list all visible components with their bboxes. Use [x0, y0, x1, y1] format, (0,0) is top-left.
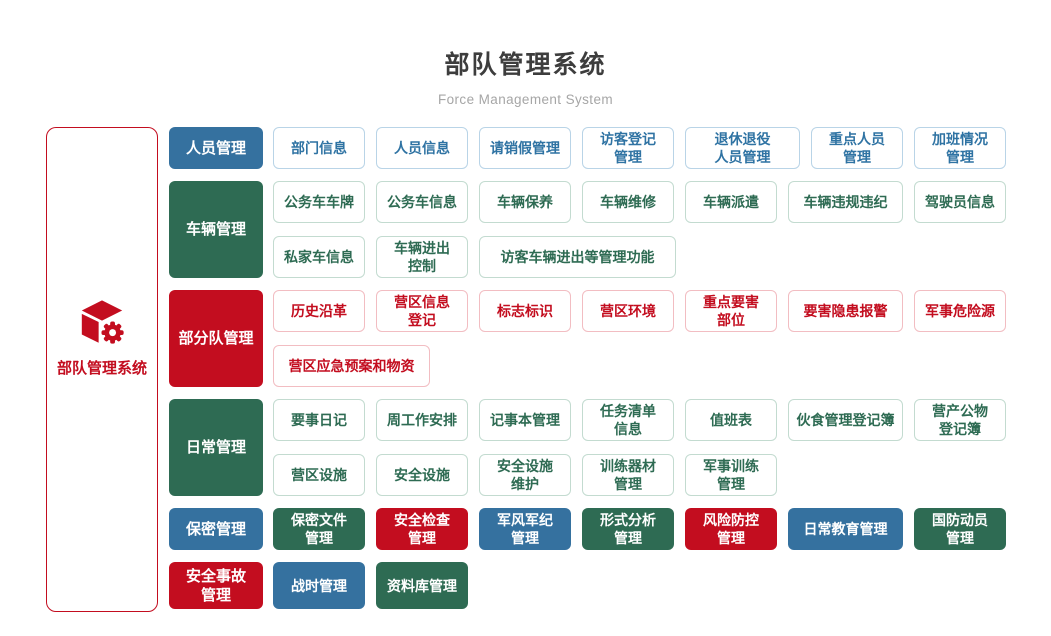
module-item[interactable]: 安全设施 维护 [479, 454, 571, 496]
module-item[interactable]: 退休退役 人员管理 [685, 127, 800, 169]
group-row: 车辆管理公务车车牌公务车信息车辆保养车辆维修车辆派遣车辆违规违纪驾驶员信息私家车… [169, 181, 1006, 278]
groups: 人员管理部门信息人员信息请销假管理访客登记 管理退休退役 人员管理重点人员 管理… [169, 127, 1006, 612]
module-item[interactable]: 周工作安排 [376, 399, 468, 441]
module-item[interactable]: 请销假管理 [479, 127, 571, 169]
group-row: 保密管理保密文件 管理安全检查 管理军风军纪 管理形式分析 管理风险防控 管理日… [169, 508, 1006, 550]
module-item[interactable]: 军事训练 管理 [685, 454, 777, 496]
module-item[interactable]: 私家车信息 [273, 236, 365, 278]
group-row: 部分队管理历史沿革营区信息 登记标志标识营区环境重点要害 部位要害隐患报警军事危… [169, 290, 1006, 387]
group-line: 公务车车牌公务车信息车辆保养车辆维修车辆派遣车辆违规违纪驾驶员信息 [273, 181, 1006, 223]
module-item[interactable]: 标志标识 [479, 290, 571, 332]
system-root-label: 部队管理系统 [56, 360, 147, 377]
category-button[interactable]: 日常管理 [169, 399, 263, 496]
group-lines: 保密文件 管理安全检查 管理军风军纪 管理形式分析 管理风险防控 管理日常教育管… [273, 508, 1006, 550]
category-button[interactable]: 安全事故 管理 [169, 562, 263, 609]
module-item[interactable]: 保密文件 管理 [273, 508, 365, 550]
module-item[interactable]: 车辆保养 [479, 181, 571, 223]
module-item[interactable]: 安全检查 管理 [376, 508, 468, 550]
cube-gear-icon [81, 300, 127, 347]
module-item[interactable]: 任务清单 信息 [582, 399, 674, 441]
group-lines: 要事日记周工作安排记事本管理任务清单 信息值班表伙食管理登记簿营产公物 登记簿营… [273, 399, 1006, 496]
category-button[interactable]: 保密管理 [169, 508, 263, 550]
group-row: 安全事故 管理战时管理资料库管理 [169, 562, 1006, 609]
group-line: 私家车信息车辆进出 控制访客车辆进出等管理功能 [273, 236, 1006, 278]
module-item[interactable]: 日常教育管理 [788, 508, 903, 550]
module-item[interactable]: 营区信息 登记 [376, 290, 468, 332]
module-item[interactable]: 车辆进出 控制 [376, 236, 468, 278]
module-item[interactable]: 要事日记 [273, 399, 365, 441]
system-root-node[interactable]: 部队管理系统 [46, 127, 158, 612]
module-item[interactable]: 驾驶员信息 [914, 181, 1006, 223]
group-line: 部门信息人员信息请销假管理访客登记 管理退休退役 人员管理重点人员 管理加班情况… [273, 127, 1006, 169]
module-item[interactable]: 重点人员 管理 [811, 127, 903, 169]
group-lines: 部门信息人员信息请销假管理访客登记 管理退休退役 人员管理重点人员 管理加班情况… [273, 127, 1006, 169]
group-lines: 战时管理资料库管理 [273, 562, 468, 609]
group-line: 营区设施安全设施安全设施 维护训练器材 管理军事训练 管理 [273, 454, 1006, 496]
module-item[interactable]: 营区应急预案和物资 [273, 345, 430, 387]
module-item[interactable]: 历史沿革 [273, 290, 365, 332]
module-item[interactable]: 记事本管理 [479, 399, 571, 441]
module-item[interactable]: 战时管理 [273, 562, 365, 609]
module-item[interactable]: 部门信息 [273, 127, 365, 169]
module-item[interactable]: 加班情况 管理 [914, 127, 1006, 169]
module-item[interactable]: 训练器材 管理 [582, 454, 674, 496]
module-item[interactable]: 人员信息 [376, 127, 468, 169]
category-button[interactable]: 车辆管理 [169, 181, 263, 278]
group-line: 历史沿革营区信息 登记标志标识营区环境重点要害 部位要害隐患报警军事危险源 [273, 290, 1006, 332]
module-item[interactable]: 资料库管理 [376, 562, 468, 609]
module-item[interactable]: 营区环境 [582, 290, 674, 332]
diagram-layout: 部队管理系统 人员管理部门信息人员信息请销假管理访客登记 管理退休退役 人员管理… [46, 127, 1006, 612]
module-item[interactable]: 值班表 [685, 399, 777, 441]
module-item[interactable]: 要害隐患报警 [788, 290, 903, 332]
category-button[interactable]: 人员管理 [169, 127, 263, 169]
group-lines: 公务车车牌公务车信息车辆保养车辆维修车辆派遣车辆违规违纪驾驶员信息私家车信息车辆… [273, 181, 1006, 278]
module-item[interactable]: 国防动员 管理 [914, 508, 1006, 550]
module-item[interactable]: 军风军纪 管理 [479, 508, 571, 550]
group-line: 要事日记周工作安排记事本管理任务清单 信息值班表伙食管理登记簿营产公物 登记簿 [273, 399, 1006, 441]
module-item[interactable]: 车辆违规违纪 [788, 181, 903, 223]
module-item[interactable]: 军事危险源 [914, 290, 1006, 332]
group-line: 保密文件 管理安全检查 管理军风军纪 管理形式分析 管理风险防控 管理日常教育管… [273, 508, 1006, 550]
module-item[interactable]: 公务车车牌 [273, 181, 365, 223]
group-line: 营区应急预案和物资 [273, 345, 1006, 387]
module-item[interactable]: 形式分析 管理 [582, 508, 674, 550]
page-title: 部队管理系统 [444, 51, 607, 79]
module-item[interactable]: 重点要害 部位 [685, 290, 777, 332]
module-item[interactable]: 车辆维修 [582, 181, 674, 223]
module-item[interactable]: 风险防控 管理 [685, 508, 777, 550]
module-item[interactable]: 安全设施 [376, 454, 468, 496]
module-item[interactable]: 访客车辆进出等管理功能 [479, 236, 676, 278]
group-line: 战时管理资料库管理 [273, 562, 468, 609]
page-subtitle: Force Management System [437, 92, 614, 107]
module-item[interactable]: 访客登记 管理 [582, 127, 674, 169]
module-item[interactable]: 伙食管理登记簿 [788, 399, 903, 441]
module-item[interactable]: 营产公物 登记簿 [914, 399, 1006, 441]
module-item[interactable]: 营区设施 [273, 454, 365, 496]
group-row: 日常管理要事日记周工作安排记事本管理任务清单 信息值班表伙食管理登记簿营产公物 … [169, 399, 1006, 496]
group-row: 人员管理部门信息人员信息请销假管理访客登记 管理退休退役 人员管理重点人员 管理… [169, 127, 1006, 169]
group-lines: 历史沿革营区信息 登记标志标识营区环境重点要害 部位要害隐患报警军事危险源营区应… [273, 290, 1006, 387]
module-item[interactable]: 公务车信息 [376, 181, 468, 223]
category-button[interactable]: 部分队管理 [169, 290, 263, 387]
page-header: 部队管理系统 Force Management System [0, 0, 1051, 107]
module-item[interactable]: 车辆派遣 [685, 181, 777, 223]
